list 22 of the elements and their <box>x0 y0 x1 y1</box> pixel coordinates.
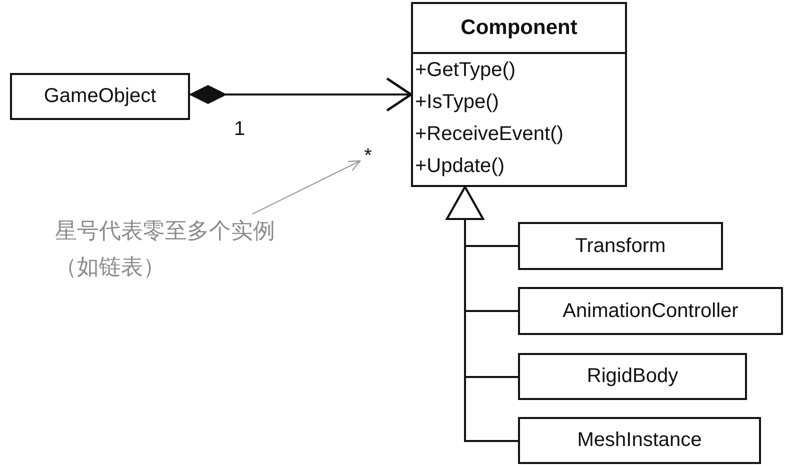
class-box <box>518 417 761 464</box>
class-name: Transform <box>575 234 666 258</box>
generalization-arrow <box>446 186 518 442</box>
method-name: +IsType() <box>414 90 500 115</box>
class-box <box>518 353 747 400</box>
method-name: +GetType() <box>414 58 517 83</box>
class-name: RigidBody <box>586 365 678 388</box>
class-name: AnimationController <box>562 300 738 322</box>
leader-line <box>252 160 360 214</box>
class-name: Component <box>413 4 625 54</box>
class-name: MeshInstance <box>577 429 702 452</box>
class-box <box>518 222 723 270</box>
multiplicity-label: * <box>360 145 376 169</box>
multiplicity-label: 1 <box>234 118 246 141</box>
class-box <box>411 2 627 187</box>
class-box <box>518 287 783 335</box>
composition-arrow <box>190 77 412 112</box>
class-box <box>10 73 190 120</box>
method-name: +Update() <box>414 154 506 179</box>
method-name: +ReceiveEvent() <box>414 122 564 147</box>
annotation-text: 星号代表零至多个实例（如链表） <box>55 214 300 288</box>
class-name: GameObject <box>44 85 156 108</box>
